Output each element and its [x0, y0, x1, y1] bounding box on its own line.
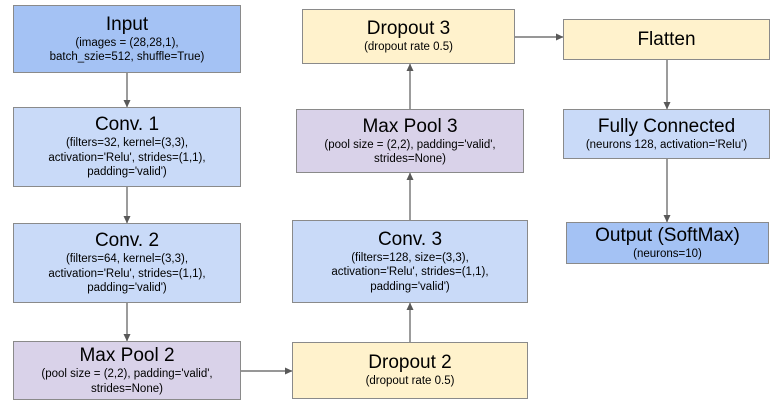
conv3-node: Conv. 3 (filters=128, size=(3,3), activa… [292, 220, 528, 303]
dropout2-detail: (dropout rate 0.5) [365, 375, 455, 388]
dropout3-detail: (dropout rate 0.5) [364, 41, 453, 54]
maxpool2-detail: (pool size = (2,2), padding='valid', str… [41, 368, 213, 395]
conv2-detail: (filters=64, kernel=(3,3), activation='R… [48, 253, 206, 295]
dropout2-node: Dropout 2 (dropout rate 0.5) [292, 342, 528, 399]
conv3-title: Conv. 3 [377, 228, 443, 250]
output-node: Output (SoftMax) (neurons=10) [566, 222, 769, 264]
flatten-node: Flatten [563, 19, 770, 60]
conv2-title: Conv. 2 [94, 230, 160, 252]
maxpool3-node: Max Pool 3 (pool size = (2,2), padding='… [296, 109, 524, 173]
fully-connected-node: Fully Connected (neurons 128, activation… [563, 109, 770, 159]
conv2-node: Conv. 2 (filters=64, kernel=(3,3), activ… [13, 223, 241, 303]
output-detail: (neurons=10) [633, 247, 702, 260]
fully-connected-title: Fully Connected [597, 115, 736, 137]
dropout3-node: Dropout 3 (dropout rate 0.5) [302, 9, 515, 64]
maxpool2-node: Max Pool 2 (pool size = (2,2), padding='… [13, 341, 241, 400]
input-title: Input [105, 13, 149, 35]
maxpool3-detail: (pool size = (2,2), padding='valid', str… [324, 138, 496, 166]
maxpool2-title: Max Pool 2 [79, 345, 175, 366]
fully-connected-detail: (neurons 128, activation='Relu') [585, 138, 748, 151]
flatten-title: Flatten [637, 28, 696, 50]
conv3-detail: (filters=128, size=(3,3), activation='Re… [331, 251, 489, 293]
dropout2-title: Dropout 2 [368, 352, 452, 374]
conv1-title: Conv. 1 [94, 114, 160, 136]
output-title: Output (SoftMax) [595, 224, 740, 246]
conv1-node: Conv. 1 (filters=32, kernel=(3,3), activ… [13, 107, 241, 187]
dropout3-title: Dropout 3 [366, 18, 451, 40]
input-node: Input (images = (28,28,1), batch_szie=51… [13, 5, 241, 73]
maxpool3-title: Max Pool 3 [362, 115, 458, 137]
input-detail: (images = (28,28,1), batch_szie=512, shu… [49, 36, 205, 64]
conv1-detail: (filters=32, kernel=(3,3), activation='R… [48, 137, 206, 179]
